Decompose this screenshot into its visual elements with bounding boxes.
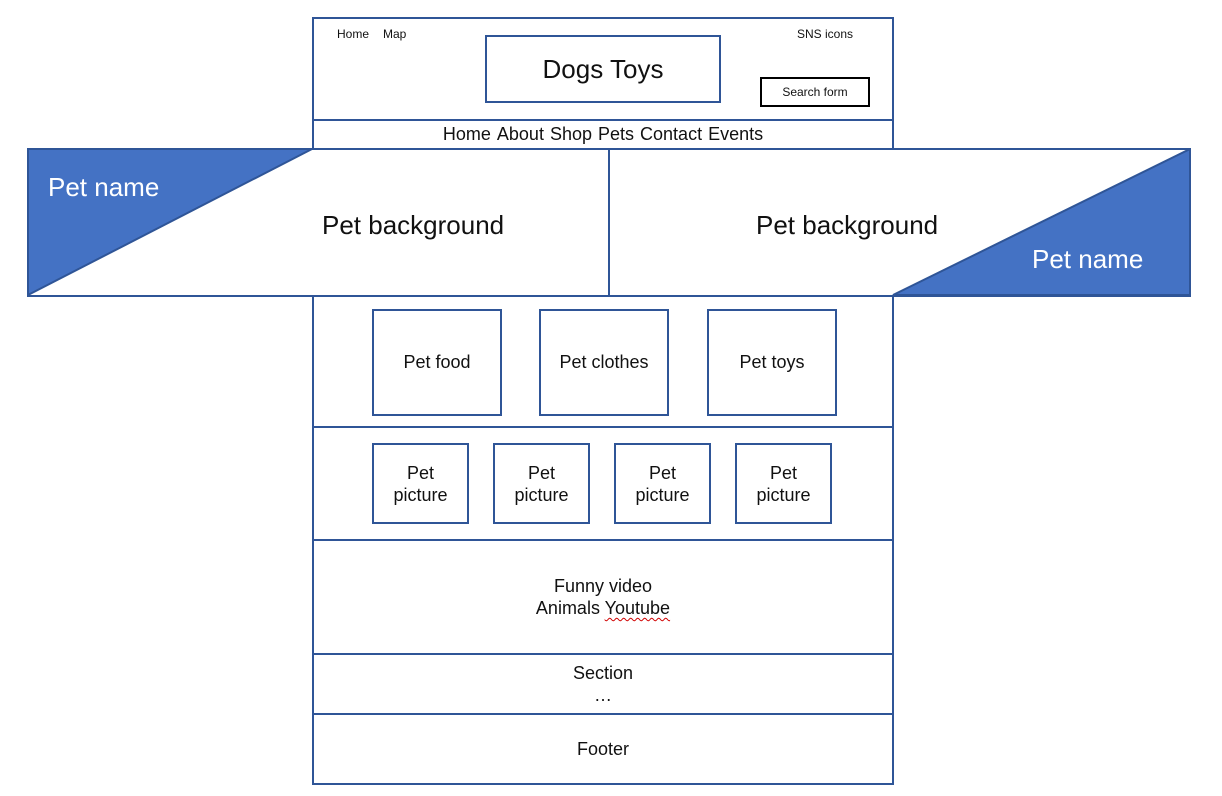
footer: Footer: [312, 713, 894, 785]
site-logo[interactable]: Dogs Toys: [485, 35, 721, 103]
main-nav: Home About Shop Pets Contact Events: [312, 119, 894, 150]
pet-picture-line2: picture: [756, 484, 811, 505]
pet-name-right-triangle: [892, 148, 1191, 296]
category-pet-toys[interactable]: Pet toys: [707, 309, 837, 416]
top-nav-map-link[interactable]: Map: [383, 27, 407, 41]
nav-item-events[interactable]: Events: [708, 124, 764, 144]
hero-graphic: [27, 148, 1191, 297]
top-nav-home-link[interactable]: Home: [337, 27, 370, 41]
section-title: Section: [572, 663, 634, 683]
nav-item-home[interactable]: Home: [442, 124, 491, 144]
nav-item-shop[interactable]: Shop: [549, 124, 592, 144]
pet-picture-line1: Pet: [527, 462, 556, 483]
nav-item-contact[interactable]: Contact: [640, 124, 703, 144]
pet-picture-line2: picture: [514, 484, 569, 505]
search-form[interactable]: Search form: [760, 77, 870, 107]
youtube-link[interactable]: Youtube: [604, 598, 671, 618]
category-pet-food[interactable]: Pet food: [372, 309, 502, 416]
pet-picture-line1: Pet: [406, 462, 435, 483]
pet-background-left[interactable]: Pet background: [322, 210, 505, 240]
generic-section: Section …: [312, 653, 894, 715]
nav-item-about[interactable]: About: [496, 124, 544, 144]
pet-picture-line2: picture: [635, 484, 690, 505]
video-subtitle: Animals Youtube: [536, 597, 670, 619]
video-title: Funny video: [553, 576, 653, 596]
pet-name-left-triangle: [27, 148, 313, 297]
section-ellipsis: …: [594, 685, 612, 705]
pet-picture-line1: Pet: [648, 462, 677, 483]
nav-item-pets[interactable]: Pets: [598, 124, 635, 144]
sns-icons-placeholder[interactable]: SNS icons: [797, 27, 854, 41]
pet-name-left[interactable]: Pet name: [48, 172, 160, 202]
pet-picture-line2: picture: [393, 484, 448, 505]
pet-background-right[interactable]: Pet background: [756, 210, 939, 240]
category-pet-clothes[interactable]: Pet clothes: [539, 309, 669, 416]
video-section[interactable]: Funny video Animals Youtube: [312, 539, 894, 655]
pet-picture-line1: Pet: [769, 462, 798, 483]
hero-banner: [27, 148, 1191, 297]
pet-name-right[interactable]: Pet name: [1032, 244, 1144, 274]
video-subtitle-prefix: Animals: [535, 598, 600, 618]
